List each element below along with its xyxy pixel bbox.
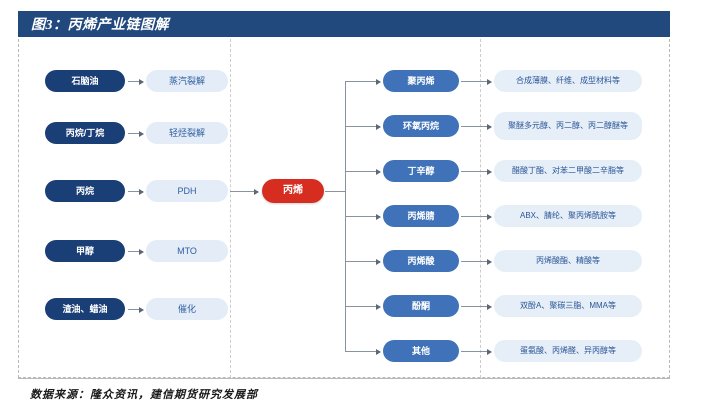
arrow-source-to-process-4: [128, 248, 144, 255]
desc-node-label: 双酚A、聚碳三脂、MMA等: [520, 301, 616, 311]
product-node-label: 丙烯腈: [407, 210, 435, 221]
product-node-label: 环氧丙烷: [402, 120, 439, 131]
desc-node-phenol-acetone: 双酚A、聚碳三脂、MMA等: [494, 295, 642, 317]
arrow-product-to-desc-1: [461, 78, 492, 85]
arrow-source-to-process-1: [128, 78, 144, 85]
arrow-source-to-process-2: [128, 130, 144, 137]
source-node-label: 甲醇: [75, 245, 94, 256]
source-node-naphtha[interactable]: 石脑油: [45, 70, 125, 92]
product-node-acrylic-acid[interactable]: 丙烯酸: [383, 250, 459, 272]
desc-node-label: 醋酸丁酯、对苯二甲酸二辛脂等: [512, 166, 624, 176]
product-node-label: 酚酮: [411, 300, 430, 311]
desc-node-label: 蛋氨酸、丙烯醛、异丙醇等: [520, 346, 616, 356]
figure-header-bar: 图3：丙烯产业链图解: [18, 11, 670, 37]
process-node-label: 催化: [177, 303, 196, 314]
divider-left: [230, 39, 231, 378]
source-node-propane-butane[interactable]: 丙烷/丁烷: [45, 122, 125, 144]
source-node-label: 丙烷/丁烷: [65, 127, 105, 138]
center-node-label: 丙烯: [283, 185, 303, 197]
branch-1: [345, 78, 381, 85]
process-node-label: 轻烃裂解: [168, 127, 205, 138]
product-node-octanol[interactable]: 丁辛醇: [383, 160, 459, 182]
process-node-label: MTO: [177, 245, 197, 256]
product-node-polypropylene[interactable]: 聚丙烯: [383, 70, 459, 92]
source-node-propane[interactable]: 丙烷: [45, 180, 125, 202]
arrow-source-to-process-5: [128, 306, 144, 313]
desc-node-label: 合成薄膜、纤维、成型材料等: [516, 76, 620, 86]
source-node-label: 渣油、蜡油: [62, 303, 108, 314]
source-node-residue-wax-oil[interactable]: 渣油、蜡油: [45, 298, 125, 320]
product-node-label: 丙烯酸: [407, 255, 435, 266]
arrow-product-to-desc-4: [461, 213, 492, 220]
branch-6: [345, 303, 381, 310]
branch-4: [345, 213, 381, 220]
source-node-label: 石脑油: [71, 75, 99, 86]
process-node-steam-cracking[interactable]: 蒸汽裂解: [146, 70, 228, 92]
source-node-label: 丙烷: [75, 185, 94, 196]
desc-node-acrylonitrile: ABX、腈纶、聚丙烯酰胺等: [494, 205, 642, 227]
process-node-mto[interactable]: MTO: [146, 240, 228, 262]
source-note: 数据来源：隆众资讯，建信期货研究发展部: [30, 389, 258, 401]
arrow-product-to-desc-3: [461, 168, 492, 175]
desc-node-others: 蛋氨酸、丙烯醛、异丙醇等: [494, 340, 642, 362]
desc-node-octanol: 醋酸丁酯、对苯二甲酸二辛脂等: [494, 160, 642, 182]
branch-7: [345, 348, 381, 355]
center-node-propylene[interactable]: 丙烯: [262, 179, 324, 203]
process-node-catalytic[interactable]: 催化: [146, 298, 228, 320]
desc-node-acrylic-acid: 丙烯酸酯、精酸等: [494, 250, 642, 272]
process-node-light-hydrocarbon-cracking[interactable]: 轻烃裂解: [146, 122, 228, 144]
product-node-acrylonitrile[interactable]: 丙烯腈: [383, 205, 459, 227]
divider-right: [480, 39, 481, 378]
desc-node-label: 丙烯酸酯、精酸等: [536, 256, 600, 266]
product-node-label: 丁辛醇: [407, 165, 435, 176]
arrow-product-to-desc-6: [461, 303, 492, 310]
product-node-label: 其他: [411, 345, 430, 356]
process-node-pdh[interactable]: PDH: [146, 180, 228, 202]
product-node-propylene-oxide[interactable]: 环氧丙烷: [383, 115, 459, 137]
desc-node-propylene-oxide: 聚醚多元醇、丙二醇、丙二醇醚等: [494, 112, 642, 140]
branch-2: [345, 123, 381, 130]
arrow-source-to-process-3: [128, 188, 144, 195]
desc-node-label: ABX、腈纶、聚丙烯酰胺等: [519, 211, 616, 221]
branch-5: [345, 258, 381, 265]
arrow-process-to-propylene: [230, 188, 259, 195]
desc-node-label: 聚醚多元醇、丙二醇、丙二醇醚等: [508, 121, 628, 131]
desc-node-polypropylene: 合成薄膜、纤维、成型材料等: [494, 70, 642, 92]
source-node-methanol[interactable]: 甲醇: [45, 240, 125, 262]
page-title: 图3：丙烯产业链图解: [31, 18, 169, 33]
arrow-product-to-desc-7: [461, 348, 492, 355]
product-node-phenol-acetone[interactable]: 酚酮: [383, 295, 459, 317]
process-node-label: PDH: [177, 185, 197, 196]
product-node-others[interactable]: 其他: [383, 340, 459, 362]
arrow-product-to-desc-2: [461, 123, 492, 130]
product-node-label: 聚丙烯: [407, 75, 435, 86]
arrow-product-to-desc-5: [461, 258, 492, 265]
footer-divider: [18, 378, 670, 379]
branch-3: [345, 168, 381, 175]
process-node-label: 蒸汽裂解: [168, 75, 205, 86]
trunk-stem: [325, 191, 345, 192]
